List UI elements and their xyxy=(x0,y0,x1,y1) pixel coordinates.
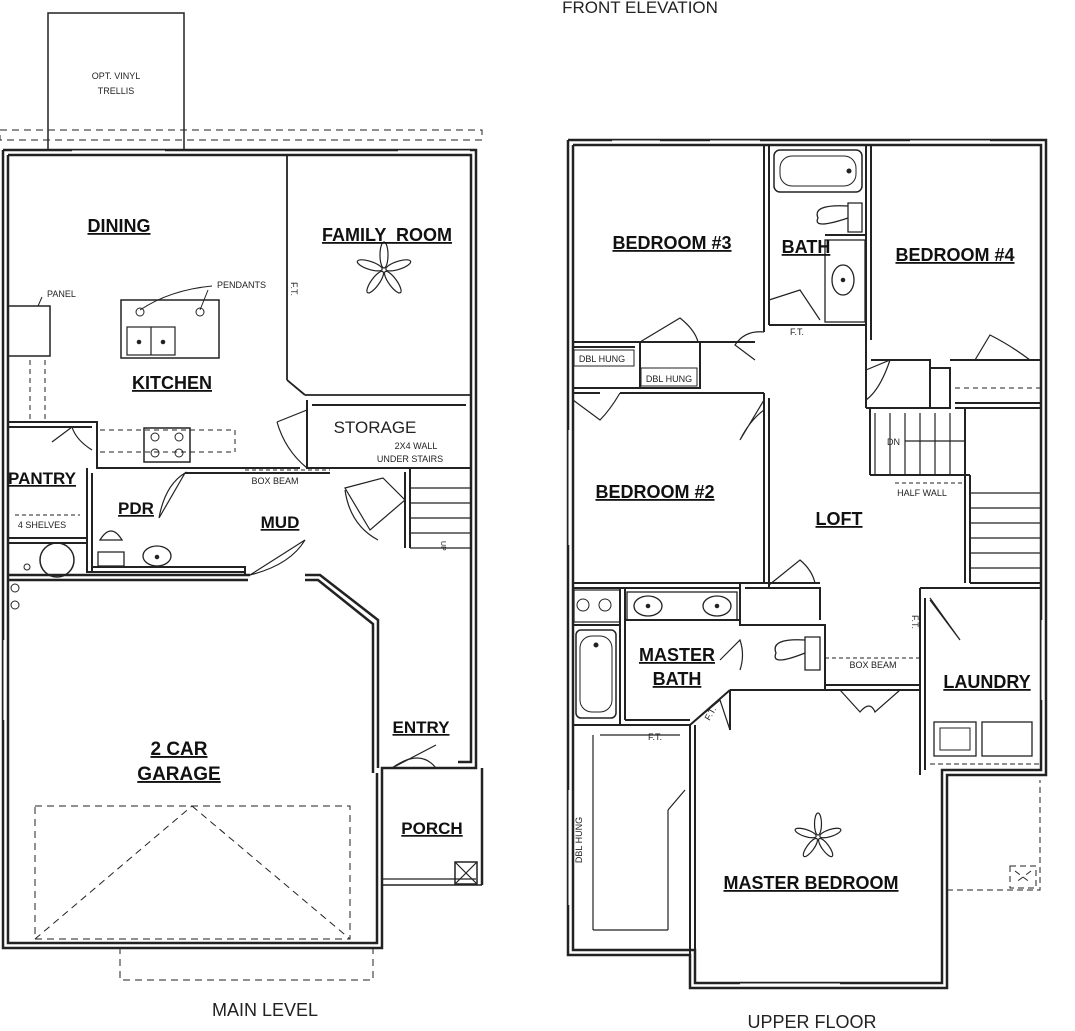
master-closet-lines xyxy=(592,734,686,931)
main-level-plan xyxy=(0,12,484,981)
trellis-note-line1: OPT. VINYL xyxy=(92,71,141,81)
front-elevation-caption: FRONT ELEVATION xyxy=(562,0,718,17)
panel-note: PANEL xyxy=(47,289,76,299)
kitchen-interior-walls xyxy=(8,421,330,575)
upper-porch-roof-dashed xyxy=(947,780,1041,891)
upper-exterior-walls xyxy=(566,138,1048,990)
dbl-hung-window-b3 xyxy=(573,349,635,367)
master-vanity xyxy=(626,591,738,621)
main-stairs xyxy=(410,487,471,549)
bath-walls xyxy=(769,145,872,408)
upper-stairs xyxy=(869,408,1041,584)
upper-box-beam-note: BOX BEAM xyxy=(849,660,896,670)
master-bedroom-walls xyxy=(729,689,920,730)
upper-windows xyxy=(568,140,1045,987)
upper-floor-plan xyxy=(566,138,1048,990)
dbl-hung-note-1: DBL HUNG xyxy=(579,354,625,364)
main-level-labels: DINING FAMILY ROOM KITCHEN PANTRY PDR MU… xyxy=(8,71,463,838)
master-sink-left xyxy=(633,595,663,617)
washer xyxy=(933,721,977,757)
dbl-hung-note-3: DBL HUNG xyxy=(574,817,584,863)
master-tub xyxy=(575,629,617,719)
master-bath-walls xyxy=(573,582,826,955)
mud-label: MUD xyxy=(261,513,300,532)
linen-cabinet xyxy=(573,589,621,623)
wall-note-line2: UNDER STAIRS xyxy=(377,454,443,464)
wall-note-line1: 2X4 WALL xyxy=(395,441,438,451)
kitchen-island xyxy=(120,299,220,359)
loft-label: LOFT xyxy=(816,509,863,529)
family-room-ceiling-fan xyxy=(356,241,412,294)
master-sink-right xyxy=(702,595,732,617)
master-bedroom-label: MASTER BEDROOM xyxy=(724,873,899,893)
main-windows xyxy=(3,150,470,720)
bedroom4-label: BEDROOM #4 xyxy=(895,245,1014,265)
bath-label: BATH xyxy=(782,237,831,257)
main-ft-note: F.T. xyxy=(289,282,299,296)
pdr-sink xyxy=(142,545,172,567)
entry-label: ENTRY xyxy=(393,718,451,737)
bedroom2-walls xyxy=(573,387,770,589)
main-box-beam-note: BOX BEAM xyxy=(251,476,298,486)
garage-label-line2: GARAGE xyxy=(137,764,220,785)
furnace-symbol xyxy=(23,563,31,571)
kitchen-range xyxy=(143,427,191,463)
dbl-hung-window-closet xyxy=(640,367,698,387)
main-door-swings xyxy=(51,409,438,769)
porch-label: PORCH xyxy=(401,819,462,838)
upper-ft-note-2: F.T. xyxy=(910,615,920,629)
stair-up-note: UP xyxy=(439,541,446,551)
upper-floor-labels: BEDROOM #3 BATH BEDROOM #4 BEDROOM #2 LO… xyxy=(574,233,1031,893)
bath-tub xyxy=(773,149,863,193)
bath-toilet xyxy=(816,202,863,233)
bedroom3-label: BEDROOM #3 xyxy=(612,233,731,253)
master-bedroom-ceiling-fan xyxy=(794,812,842,858)
family-room-walls xyxy=(286,155,471,396)
bath-sink xyxy=(831,264,855,296)
pdr-toilet xyxy=(97,530,125,567)
master-toilet xyxy=(774,636,821,671)
range-burners xyxy=(150,432,184,458)
dining-label: DINING xyxy=(88,216,151,236)
master-bath-label-line2: BATH xyxy=(653,669,702,689)
upper-ft-note-1: F.T. xyxy=(790,327,804,337)
half-wall-note: HALF WALL xyxy=(897,488,947,498)
trellis-outline xyxy=(47,12,185,151)
kitchen-counter xyxy=(29,360,236,453)
kitchen-label: KITCHEN xyxy=(132,373,212,393)
storage-label: STORAGE xyxy=(334,418,417,437)
dryer xyxy=(981,721,1033,757)
dbl-hung-note-2: DBL HUNG xyxy=(646,374,692,384)
upper-floor-caption: UPPER FLOOR xyxy=(747,1012,876,1031)
trellis-note-line2: TRELLIS xyxy=(98,86,135,96)
porch-post-symbol xyxy=(454,861,478,885)
upper-ft-note-4: F.T. xyxy=(703,705,719,722)
electric-panel xyxy=(7,305,51,357)
bedroom2-label: BEDROOM #2 xyxy=(595,482,714,502)
upper-door-swings xyxy=(572,289,1031,731)
bedroom3-walls xyxy=(573,145,770,389)
shelves-note: 4 SHELVES xyxy=(18,520,66,530)
laundry-label: LAUNDRY xyxy=(943,672,1030,692)
main-level-caption: MAIN LEVEL xyxy=(212,1000,318,1020)
garage-label-line1: 2 CAR xyxy=(150,739,207,760)
water-heater xyxy=(39,542,75,578)
dn-note: DN xyxy=(887,437,900,447)
family-room-label: FAMILY ROOM xyxy=(322,225,452,245)
bedroom4-walls xyxy=(866,359,1041,409)
upper-ft-note-3: F.T. xyxy=(648,732,662,742)
pantry-label: PANTRY xyxy=(8,469,77,488)
master-bath-label-line1: MASTER xyxy=(639,645,715,665)
overhang-dashed-line xyxy=(0,129,483,141)
pendant-lights xyxy=(139,285,213,311)
garage-door-dashed xyxy=(34,805,374,981)
pendants-note: PENDANTS xyxy=(217,280,266,290)
pdr-label: PDR xyxy=(118,499,154,518)
bath-vanity xyxy=(824,239,866,323)
